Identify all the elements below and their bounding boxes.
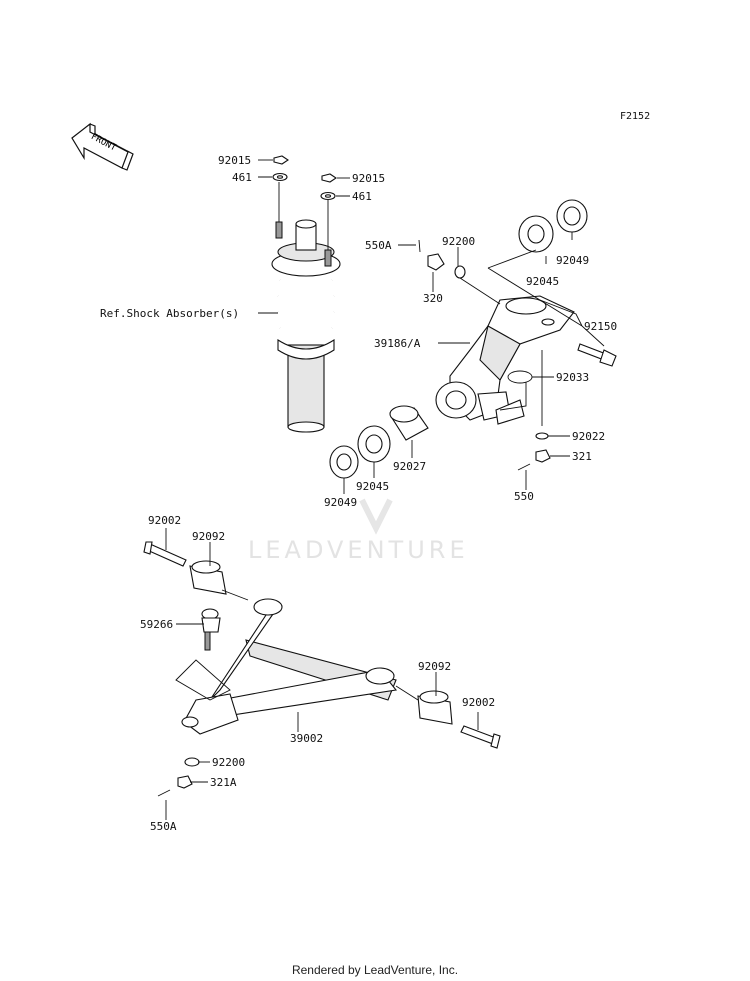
washer-461-left xyxy=(272,172,288,182)
shock-absorber xyxy=(271,219,341,433)
part-labels: 92015 461 92015 461 550A 92200 92045 920… xyxy=(100,154,617,833)
bolt-92150 xyxy=(577,343,617,367)
watermark-text: LEADVENTURE xyxy=(248,536,469,564)
label-321A: 321A xyxy=(210,776,237,789)
bolt-92002-right xyxy=(460,725,501,749)
label-92049-top: 92049 xyxy=(556,254,589,267)
bearing-92045-bottom xyxy=(357,425,391,463)
label-92045-bottom: 92045 xyxy=(356,480,389,493)
nut-320 xyxy=(427,253,445,271)
label-39186: 39186/A xyxy=(374,337,421,350)
bolt-92002-left xyxy=(143,541,187,567)
seal-92049-bottom xyxy=(329,445,359,479)
label-92092-right: 92092 xyxy=(418,660,451,673)
label-321: 321 xyxy=(572,450,592,463)
label-39002: 39002 xyxy=(290,732,323,745)
label-92045-top: 92045 xyxy=(526,275,559,288)
label-92015-left: 92015 xyxy=(218,154,251,167)
label-92022: 92022 xyxy=(572,430,605,443)
label-92200-bottom: 92200 xyxy=(212,756,245,769)
label-550A-top: 550A xyxy=(365,239,392,252)
footer-credit: Rendered by LeadVenture, Inc. xyxy=(291,963,459,977)
label-92002-left: 92002 xyxy=(148,514,181,527)
label-92150: 92150 xyxy=(584,320,617,333)
label-92200-top: 92200 xyxy=(442,235,475,248)
label-92092-left: 92092 xyxy=(192,530,225,543)
label-59266: 59266 xyxy=(140,618,173,631)
nut-92015-right xyxy=(321,173,337,183)
watermark: LEADVENTURE xyxy=(248,498,469,564)
label-ref-shock-absorber: Ref.Shock Absorber(s) xyxy=(100,307,239,320)
knuckle-39186 xyxy=(435,295,575,425)
label-550: 550 xyxy=(514,490,534,503)
bushing-92092-left xyxy=(189,560,227,595)
label-92027: 92027 xyxy=(393,460,426,473)
bearing-92045-top xyxy=(518,215,554,253)
ball-joint-59266 xyxy=(201,608,221,651)
washer-92022 xyxy=(535,432,549,440)
cotter-pin-550 xyxy=(517,463,531,471)
label-92049-bottom: 92049 xyxy=(324,496,357,509)
nut-321 xyxy=(535,449,551,463)
label-320: 320 xyxy=(423,292,443,305)
cotter-pin-550A-bottom xyxy=(157,789,171,797)
label-461-right: 461 xyxy=(352,190,372,203)
label-92033: 92033 xyxy=(556,371,589,384)
washer-461-right xyxy=(320,191,336,201)
bushing-92092-right xyxy=(417,690,453,725)
cotter-pin-550A-top xyxy=(418,239,421,253)
circlip-92033 xyxy=(507,370,533,384)
seal-92049-top xyxy=(556,199,588,233)
label-461-left: 461 xyxy=(232,171,252,184)
spacer-92027 xyxy=(389,405,429,441)
lower-arm-39002 xyxy=(175,598,398,735)
front-arrow-icon: FRONT xyxy=(71,122,134,171)
nut-321A xyxy=(177,775,193,789)
label-550A-bottom: 550A xyxy=(150,820,177,833)
label-92002-right: 92002 xyxy=(462,696,495,709)
washer-92200-top xyxy=(454,265,466,279)
nut-92015-left xyxy=(273,155,289,165)
figure-code: F2152 xyxy=(620,111,651,122)
washer-92200-bottom xyxy=(184,757,200,767)
label-92015-right: 92015 xyxy=(352,172,385,185)
leader-lines xyxy=(165,159,605,820)
